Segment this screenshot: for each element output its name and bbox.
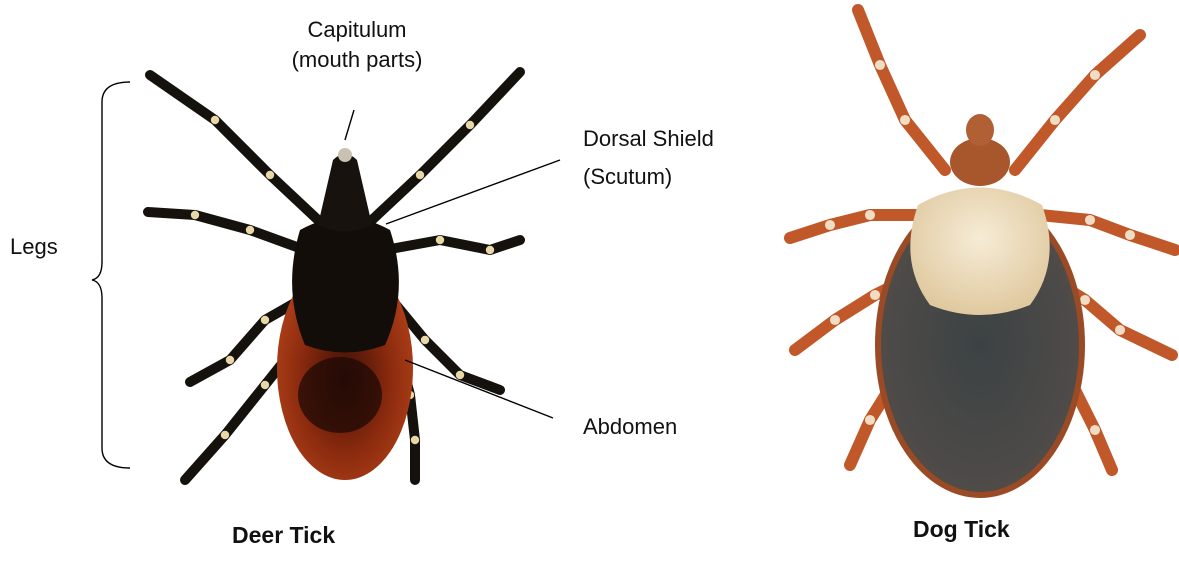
dog-tick-leg-2	[1015, 35, 1140, 170]
deer-tick-capitulum	[318, 154, 372, 232]
deer-tick-leg-5-joint	[226, 356, 234, 364]
deer-tick-leg-3-joint	[246, 226, 254, 234]
dog-tick-caption: Dog Tick	[913, 516, 1010, 543]
deer-tick-leg-5-joint	[261, 316, 269, 324]
legs-bracket	[92, 82, 130, 468]
capitulum-leader-line	[345, 110, 354, 140]
dog-tick-leg-3-joint	[825, 220, 835, 230]
deer-tick-leg-7-joint	[221, 431, 229, 439]
capitulum-label-line1: Capitulum	[282, 15, 432, 45]
deer-tick-leg-2	[372, 72, 520, 220]
deer-tick-leg-7-joint	[261, 381, 269, 389]
dog-tick-leg-1	[858, 10, 945, 170]
dog-tick-leg-4-joint	[1085, 215, 1095, 225]
deer-tick-leg-2-joint	[416, 171, 424, 179]
dog-tick-leg-3-joint	[865, 210, 875, 220]
abdomen-leader-line	[405, 360, 553, 418]
dog-tick-illustration	[790, 10, 1175, 495]
legs-label: Legs	[10, 232, 58, 262]
deer-tick-leg-6-joint	[456, 371, 464, 379]
dorsal-shield-label: Dorsal Shield (Scutum)	[583, 124, 714, 192]
deer-tick-caption: Deer Tick	[232, 522, 335, 549]
dog-tick-dorsal-shield	[910, 188, 1049, 316]
deer-tick-leg-8-joint	[411, 436, 419, 444]
deer-tick-leg-1	[150, 75, 318, 220]
dog-tick-leg-8-joint	[1090, 425, 1100, 435]
dorsal-shield-leader-line	[386, 160, 560, 224]
dorsal-shield-label-line1: Dorsal Shield	[583, 124, 714, 154]
dog-tick-leg-6-joint	[1115, 325, 1125, 335]
deer-tick-leg-4	[385, 240, 520, 250]
deer-tick-leg-3-joint	[191, 211, 199, 219]
dog-tick-leg-6-joint	[1080, 295, 1090, 305]
capitulum-label: Capitulum (mouth parts)	[282, 15, 432, 75]
capitulum-label-line2: (mouth parts)	[282, 45, 432, 75]
deer-tick-leg-1-joint	[266, 171, 274, 179]
deer-tick-leg-1-joint	[211, 116, 219, 124]
dog-tick-leg-2-joint	[1090, 70, 1100, 80]
deer-tick-dorsal-shield	[292, 218, 399, 353]
dog-tick-leg-1-joint	[875, 60, 885, 70]
dog-tick-leg-5-joint	[830, 315, 840, 325]
dog-tick-leg-3	[790, 215, 920, 238]
dog-tick-leg-2-joint	[1050, 115, 1060, 125]
deer-tick-leg-6-joint	[421, 336, 429, 344]
dog-tick-capitulum-head	[966, 114, 994, 146]
dorsal-shield-label-line2: (Scutum)	[583, 162, 714, 192]
dog-tick-leg-5-joint	[870, 290, 880, 300]
deer-tick-abdomen-dark-patch	[298, 357, 382, 433]
deer-tick-leg-4-joint	[436, 236, 444, 244]
deer-tick-leg-3	[148, 212, 305, 250]
deer-tick-leg-2-joint	[466, 121, 474, 129]
dog-tick-leg-4-joint	[1125, 230, 1135, 240]
deer-tick-leg-4-joint	[486, 246, 494, 254]
abdomen-label: Abdomen	[583, 412, 677, 442]
dog-tick-leg-7-joint	[865, 415, 875, 425]
dog-tick-leg-4	[1040, 215, 1175, 250]
dog-tick-leg-1-joint	[900, 115, 910, 125]
deer-tick-illustration	[148, 72, 520, 480]
deer-tick-capitulum-tip	[338, 148, 352, 162]
